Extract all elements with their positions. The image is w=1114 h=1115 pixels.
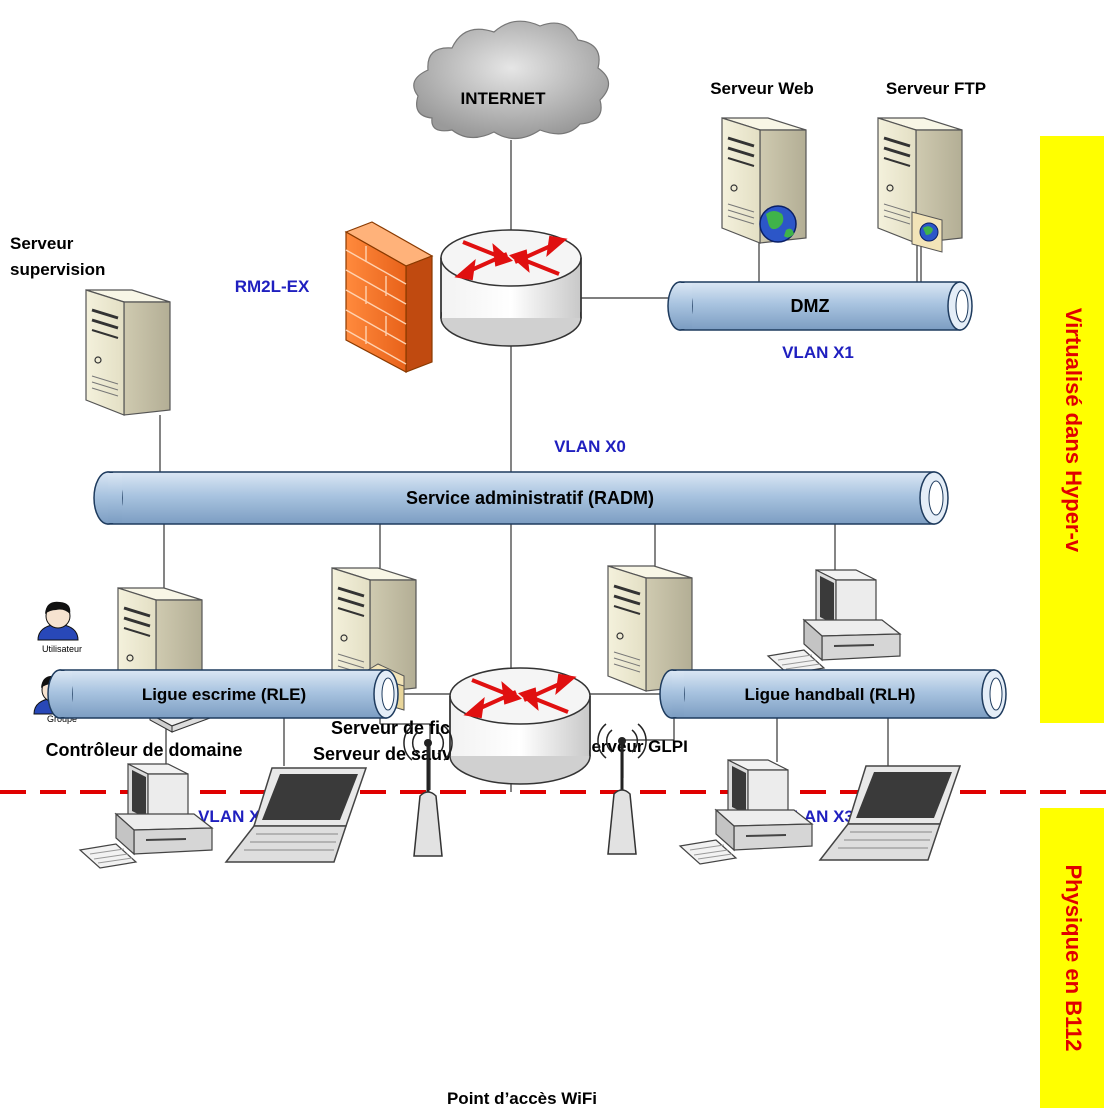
ftp-folder-globe-icon: [911, 211, 943, 253]
rlh-label: Ligue handball (RLH): [745, 685, 916, 704]
vlan-x0-label: VLAN X0: [554, 437, 626, 456]
main-router-icon: [439, 228, 583, 348]
admin-desktop-icon: [767, 569, 901, 675]
glpi-label: Serveur GLPI: [580, 737, 688, 756]
vlan-x1-label: VLAN X1: [782, 343, 854, 362]
wifi-access-point-label: Point d’accès WiFi: [447, 1089, 597, 1108]
supervision-label-line2: supervision: [10, 260, 105, 279]
supervision-server-icon: [84, 288, 172, 417]
vlan-x2-label: VLAN X2: [198, 807, 270, 826]
globe-icon: [759, 205, 797, 243]
radm-label: Service administratif (RADM): [406, 488, 654, 508]
dc-label-line1: Contrôleur de domaine: [45, 740, 242, 760]
web-server-label: Serveur Web: [710, 79, 814, 98]
ftp-server-label: Serveur FTP: [886, 79, 986, 98]
rle-desktop-icon: [79, 763, 213, 869]
user-person-icon: [37, 601, 79, 641]
virtual-zone-box: [1040, 136, 1104, 723]
dmz-label: DMZ: [791, 296, 830, 316]
rle-label: Ligue escrime (RLE): [142, 685, 306, 704]
switch-router-icon: [448, 666, 592, 786]
firewall-icon: [344, 221, 434, 373]
rlh-desktop-icon: [679, 759, 813, 865]
physical-zone-label: Physique en B112: [1061, 864, 1086, 1051]
rlh-bus: [659, 669, 1007, 719]
virtual-zone-label: Virtualisé dans Hyper-v: [1061, 308, 1086, 553]
supervision-label-line1: Serveur: [10, 234, 74, 253]
dmz-bus: [667, 281, 973, 331]
physical-zone-box: [1040, 808, 1104, 1108]
internet-cloud-icon: [413, 20, 610, 140]
radm-bus: [93, 471, 949, 525]
firewall-label: RM2L-EX: [235, 277, 310, 296]
group-label: Groupe: [47, 714, 77, 724]
rle-bus: [47, 669, 399, 719]
internet-label: INTERNET: [461, 89, 547, 108]
user-label: Utilisateur: [42, 644, 82, 654]
